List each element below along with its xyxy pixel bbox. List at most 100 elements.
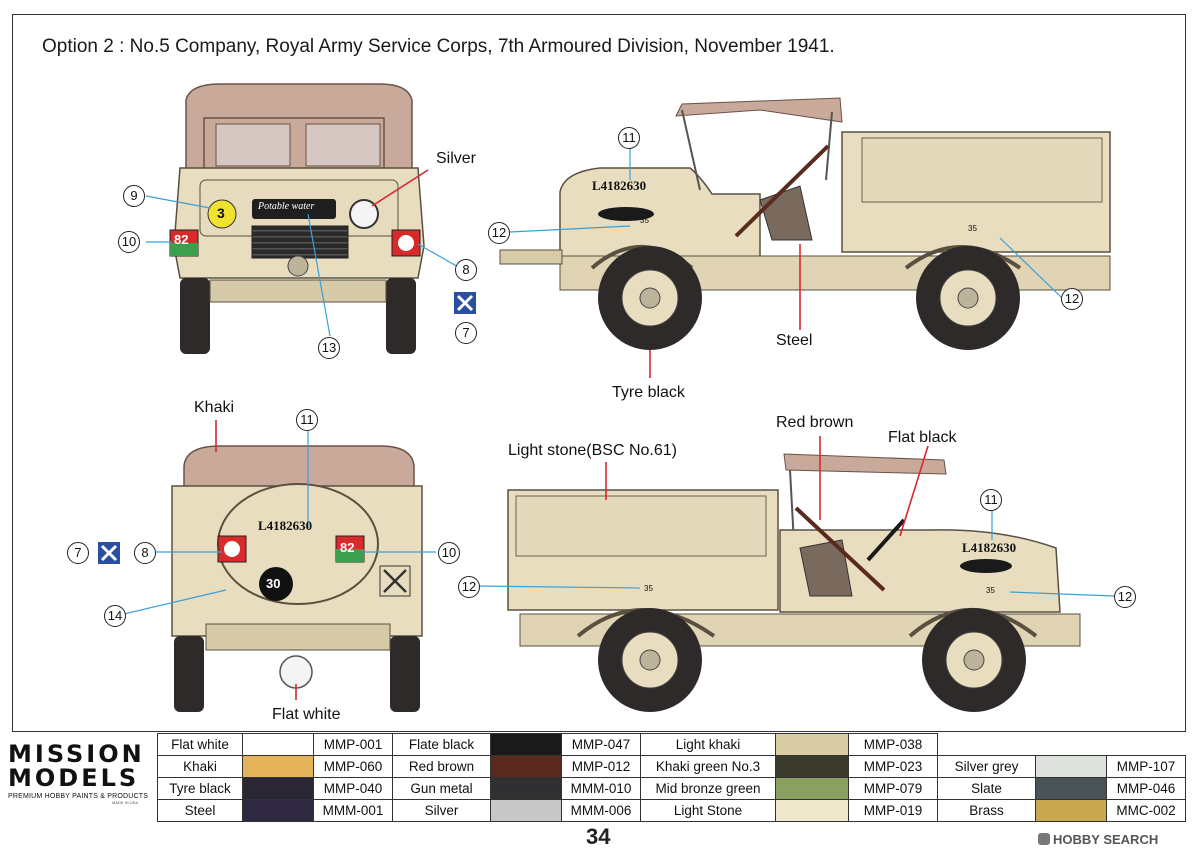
legend-paint-code: MMP-019: [848, 799, 938, 822]
callout-9: 9: [123, 185, 145, 207]
callout-8-front: 8: [455, 259, 477, 281]
decal-35-left-rear: 35: [986, 586, 995, 595]
label-steel: Steel: [776, 332, 813, 349]
legend-paint-code: MMP-107: [1106, 755, 1186, 778]
legend-paint-code: [1107, 734, 1186, 756]
legend-paint-name: Brass: [937, 799, 1036, 822]
callout-8-rear: 8: [134, 542, 156, 564]
callout-7-front: 7: [455, 322, 477, 344]
legend-paint-code: MMP-023: [848, 755, 938, 778]
legend-color-swatch: [490, 733, 562, 756]
legend-paint-name: Light Stone: [640, 799, 776, 822]
callout-10-rear: 10: [438, 542, 460, 564]
legend-color-swatch: [242, 733, 314, 756]
leader-lines: [123, 148, 1115, 700]
legend-paint-code: MMP-040: [313, 777, 393, 800]
legend-color-swatch: [775, 799, 849, 822]
legend-paint-name: Steel: [157, 799, 243, 822]
legend-paint-name: Gun metal: [392, 777, 491, 800]
callout-7-rear: 7: [67, 542, 89, 564]
label-silver: Silver: [436, 150, 477, 167]
legend-paint-name: [938, 734, 1036, 756]
legend-paint-code: MMM-010: [561, 777, 641, 800]
legend-color-swatch: [775, 777, 849, 800]
decal-35-right-rear: 35: [968, 224, 977, 233]
decal-serial-rear: L4182630: [258, 518, 313, 533]
brand-tagline: PREMIUM HOBBY PAINTS & PRODUCTS: [8, 793, 149, 800]
legend-color-swatch: [775, 733, 849, 756]
watermark: HOBBY SEARCH: [1038, 832, 1158, 847]
brand-line1: MISSION: [8, 740, 145, 768]
label-khaki: Khaki: [194, 399, 235, 416]
legend-paint-code: MMP-060: [313, 755, 393, 778]
legend-paint-code: MMM-006: [561, 799, 641, 822]
legend-paint-name: Light khaki: [640, 733, 776, 756]
legend-color-swatch: [1035, 799, 1107, 822]
legend-paint-code: MMP-001: [313, 733, 393, 756]
legend-paint-code: MMP-046: [1106, 777, 1186, 800]
callout-12-right-rear: 12: [1061, 288, 1083, 310]
decal-serial-right: L4182630: [592, 178, 647, 193]
decal-num30: 30: [266, 576, 281, 591]
legend-paint-name: Silver grey: [937, 755, 1036, 778]
division-sign-icon: [98, 542, 120, 564]
legend-paint-code: MMC-002: [1106, 799, 1186, 822]
legend-color-swatch: [490, 755, 562, 778]
legend-paint-name: Silver: [392, 799, 491, 822]
mission-models-logo: MISSION MODELS PREMIUM HOBBY PAINTS & PR…: [8, 742, 156, 805]
label-tyre-black: Tyre black: [612, 384, 685, 401]
decal-num82-front: 82: [174, 232, 189, 247]
label-red-brown: Red brown: [776, 414, 854, 431]
rear-view: [171, 445, 423, 712]
callout-11-left: 11: [980, 489, 1002, 511]
legend-color-swatch: [1035, 755, 1107, 778]
page-title: Option 2 : No.5 Company, Royal Army Serv…: [42, 36, 835, 57]
label-light-stone: Light stone(BSC No.61): [508, 442, 677, 459]
legend-paint-name: Red brown: [392, 755, 491, 778]
callout-12-right-front: 12: [488, 222, 510, 244]
legend-paint-code: MMP-038: [848, 733, 938, 756]
decal-35-right: 35: [640, 216, 649, 225]
legend-paint-name: Flate black: [392, 733, 491, 756]
legend-color-swatch: [242, 777, 314, 800]
brand-line2: MODELS: [8, 764, 140, 792]
legend-paint-code: MMP-079: [848, 777, 938, 800]
legend-paint-name: Khaki: [157, 755, 243, 778]
callout-12-left-front: 12: [1114, 586, 1136, 608]
legend-paint-code: MMP-012: [561, 755, 641, 778]
decal-num82-rear: 82: [340, 540, 355, 555]
side-view-right: [499, 97, 1111, 350]
legend-paint-name: Flat white: [157, 733, 243, 756]
decal-potable-water: Potable water: [258, 201, 315, 212]
legend-paint-code: MMM-001: [313, 799, 393, 822]
callout-14: 14: [104, 605, 126, 627]
legend-color-swatch: [775, 755, 849, 778]
legend-color-swatch: [490, 799, 562, 822]
callout-12-left-rear: 12: [458, 576, 480, 598]
label-flat-black: Flat black: [888, 429, 957, 446]
callout-13: 13: [318, 337, 340, 359]
front-view: [169, 83, 425, 354]
decal-num3: 3: [217, 205, 225, 221]
legend-paint-code: MMP-047: [561, 733, 641, 756]
legend-paint-name: Slate: [937, 777, 1036, 800]
label-flat-white: Flat white: [272, 706, 341, 723]
side-view-left: [507, 453, 1081, 712]
callout-11-right: 11: [618, 127, 640, 149]
callout-11-rear: 11: [296, 409, 318, 431]
legend-color-swatch: [1036, 734, 1107, 756]
legend-color-swatch: [1035, 777, 1107, 800]
division-sign-icon: [454, 292, 476, 314]
decal-serial-left: L4182630: [962, 540, 1017, 555]
hobbysearch-icon: [1038, 833, 1050, 845]
legend-paint-name: Mid bronze green: [640, 777, 776, 800]
page-number: 34: [586, 824, 611, 849]
legend-color-swatch: [490, 777, 562, 800]
watermark-text: HOBBY SEARCH: [1053, 832, 1159, 847]
